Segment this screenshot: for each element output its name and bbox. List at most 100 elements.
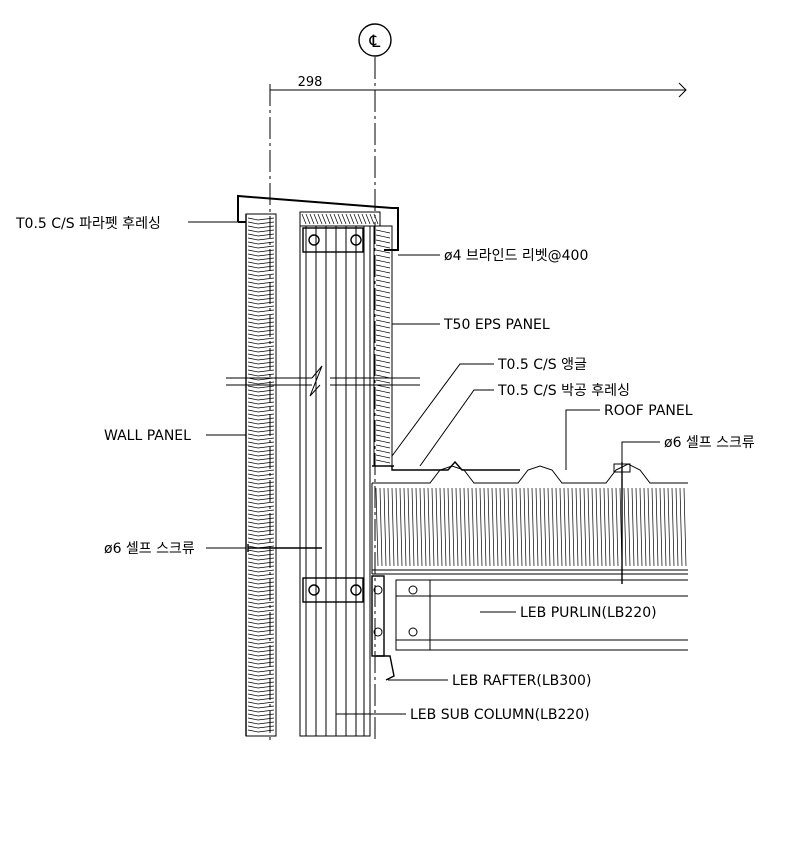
wall-hatch-line: [247, 537, 259, 541]
wall-hatch-line: [257, 709, 275, 713]
wall-hatch-line: [257, 341, 275, 345]
wall-hatch-line: [257, 409, 275, 413]
wall-hatch-line: [257, 425, 275, 429]
wall-hatch-line: [257, 525, 275, 529]
wall-hatch-line: [247, 321, 259, 325]
roof-hatch-line: [447, 487, 451, 567]
eps-hatch-line: [375, 459, 391, 464]
wall-hatch-line: [247, 697, 259, 701]
wall-hatch-line: [257, 605, 275, 609]
eps-hatch-line: [375, 294, 391, 299]
roof-hatch-line: [415, 487, 419, 567]
wall-hatch-line: [247, 521, 259, 525]
eps-hatch-line: [375, 239, 391, 244]
parapet-hatch-line: [345, 213, 351, 225]
wall-hatch-line: [257, 289, 275, 293]
wall-hatch-line: [247, 653, 259, 657]
wall-hatch-line: [247, 657, 259, 661]
wall-hatch-line: [247, 585, 259, 589]
wall-hatch-line: [257, 461, 275, 465]
wall-hatch-line: [257, 677, 275, 681]
wall-hatch-line: [247, 529, 259, 533]
wall-hatch-line: [257, 725, 275, 729]
wall-hatch-line: [247, 629, 259, 633]
roof-hatch-line: [643, 487, 647, 567]
eps-hatch-line: [375, 354, 391, 359]
label-angle: T0.5 C/S 앵글: [497, 357, 587, 373]
roof-hatch-line: [583, 487, 587, 567]
roof-hatch-line: [475, 487, 479, 567]
wall-hatch-line: [257, 533, 275, 537]
wall-hatch-line: [247, 709, 259, 713]
wall-hatch-line: [247, 421, 259, 425]
eps-hatch-line: [375, 244, 391, 249]
roof-hatch-line: [375, 487, 379, 567]
wall-hatch-line: [247, 669, 259, 673]
roof-hatch-line: [563, 487, 567, 567]
wall-hatch-line: [247, 365, 259, 369]
wall-hatch-line: [247, 273, 259, 277]
roof-hatch-line: [555, 487, 559, 567]
parapet-hatch-line: [309, 213, 315, 225]
parapet-hatch-line: [317, 213, 323, 225]
roof-hatch-line: [459, 487, 463, 567]
wall-hatch-line: [257, 473, 275, 477]
wall-hatch-line: [247, 281, 259, 285]
eps-hatch-line: [375, 434, 391, 439]
wall-hatch-line: [257, 437, 275, 441]
wall-hatch-line: [247, 641, 259, 645]
label-self-screw-wall: ø6 셀프 스크류: [104, 541, 195, 557]
roof-hatch-line: [551, 487, 555, 567]
wall-hatch-line: [247, 705, 259, 709]
break-line: [226, 365, 420, 397]
wall-hatch-line: [257, 565, 275, 569]
wall-hatch-line: [257, 705, 275, 709]
wall-hatch-line: [257, 477, 275, 481]
roof-hatch-line: [587, 487, 591, 567]
eps-hatch-line: [375, 324, 391, 329]
wall-hatch-line: [247, 573, 259, 577]
wall-hatch-line: [257, 225, 275, 229]
roof-hatch-line: [559, 487, 563, 567]
wall-hatch-line: [257, 653, 275, 657]
parapet-hatch-line: [341, 213, 347, 225]
wall-hatch-line: [257, 261, 275, 265]
wall-hatch-line: [257, 613, 275, 617]
roof-hatch-line: [451, 487, 455, 567]
wall-hatch-line: [257, 421, 275, 425]
wall-hatch-line: [257, 441, 275, 445]
wall-hatch-line: [247, 405, 259, 409]
roof-hatch-line: [427, 487, 431, 567]
wall-hatch-line: [257, 669, 275, 673]
eps-hatch-line: [375, 319, 391, 324]
roof-hatch-line: [443, 487, 447, 567]
wall-hatch-line: [247, 401, 259, 405]
roof-hatch-line: [611, 487, 615, 567]
wall-hatch-line: [247, 341, 259, 345]
eps-hatch-line: [375, 449, 391, 454]
wall-hatch-line: [247, 601, 259, 605]
parapet-hatch-line: [301, 213, 307, 225]
roof-hatch-line: [675, 487, 679, 567]
wall-hatch-line: [257, 249, 275, 253]
wall-hatch-line: [257, 629, 275, 633]
eps-hatch-line: [375, 364, 391, 369]
wall-hatch-line: [257, 457, 275, 461]
wall-hatch-line: [247, 357, 259, 361]
wall-hatch-line: [247, 237, 259, 241]
junction-flashing: [372, 460, 520, 471]
wall-hatch-line: [257, 453, 275, 457]
wall-hatch-line: [247, 317, 259, 321]
roof-hatch-line: [499, 487, 503, 567]
roof-hatch-line: [491, 487, 495, 567]
wall-hatch-line: [247, 441, 259, 445]
eps-hatch-line: [375, 279, 391, 284]
roof-hatch-line: [387, 487, 391, 567]
roof-hatch-line: [511, 487, 515, 567]
wall-hatch-line: [247, 673, 259, 677]
wall-hatch-line: [247, 593, 259, 597]
wall-hatch-line: [257, 589, 275, 593]
wall-hatch-line: [247, 713, 259, 717]
roof-hatch-line: [495, 487, 499, 567]
wall-hatch-line: [247, 553, 259, 557]
